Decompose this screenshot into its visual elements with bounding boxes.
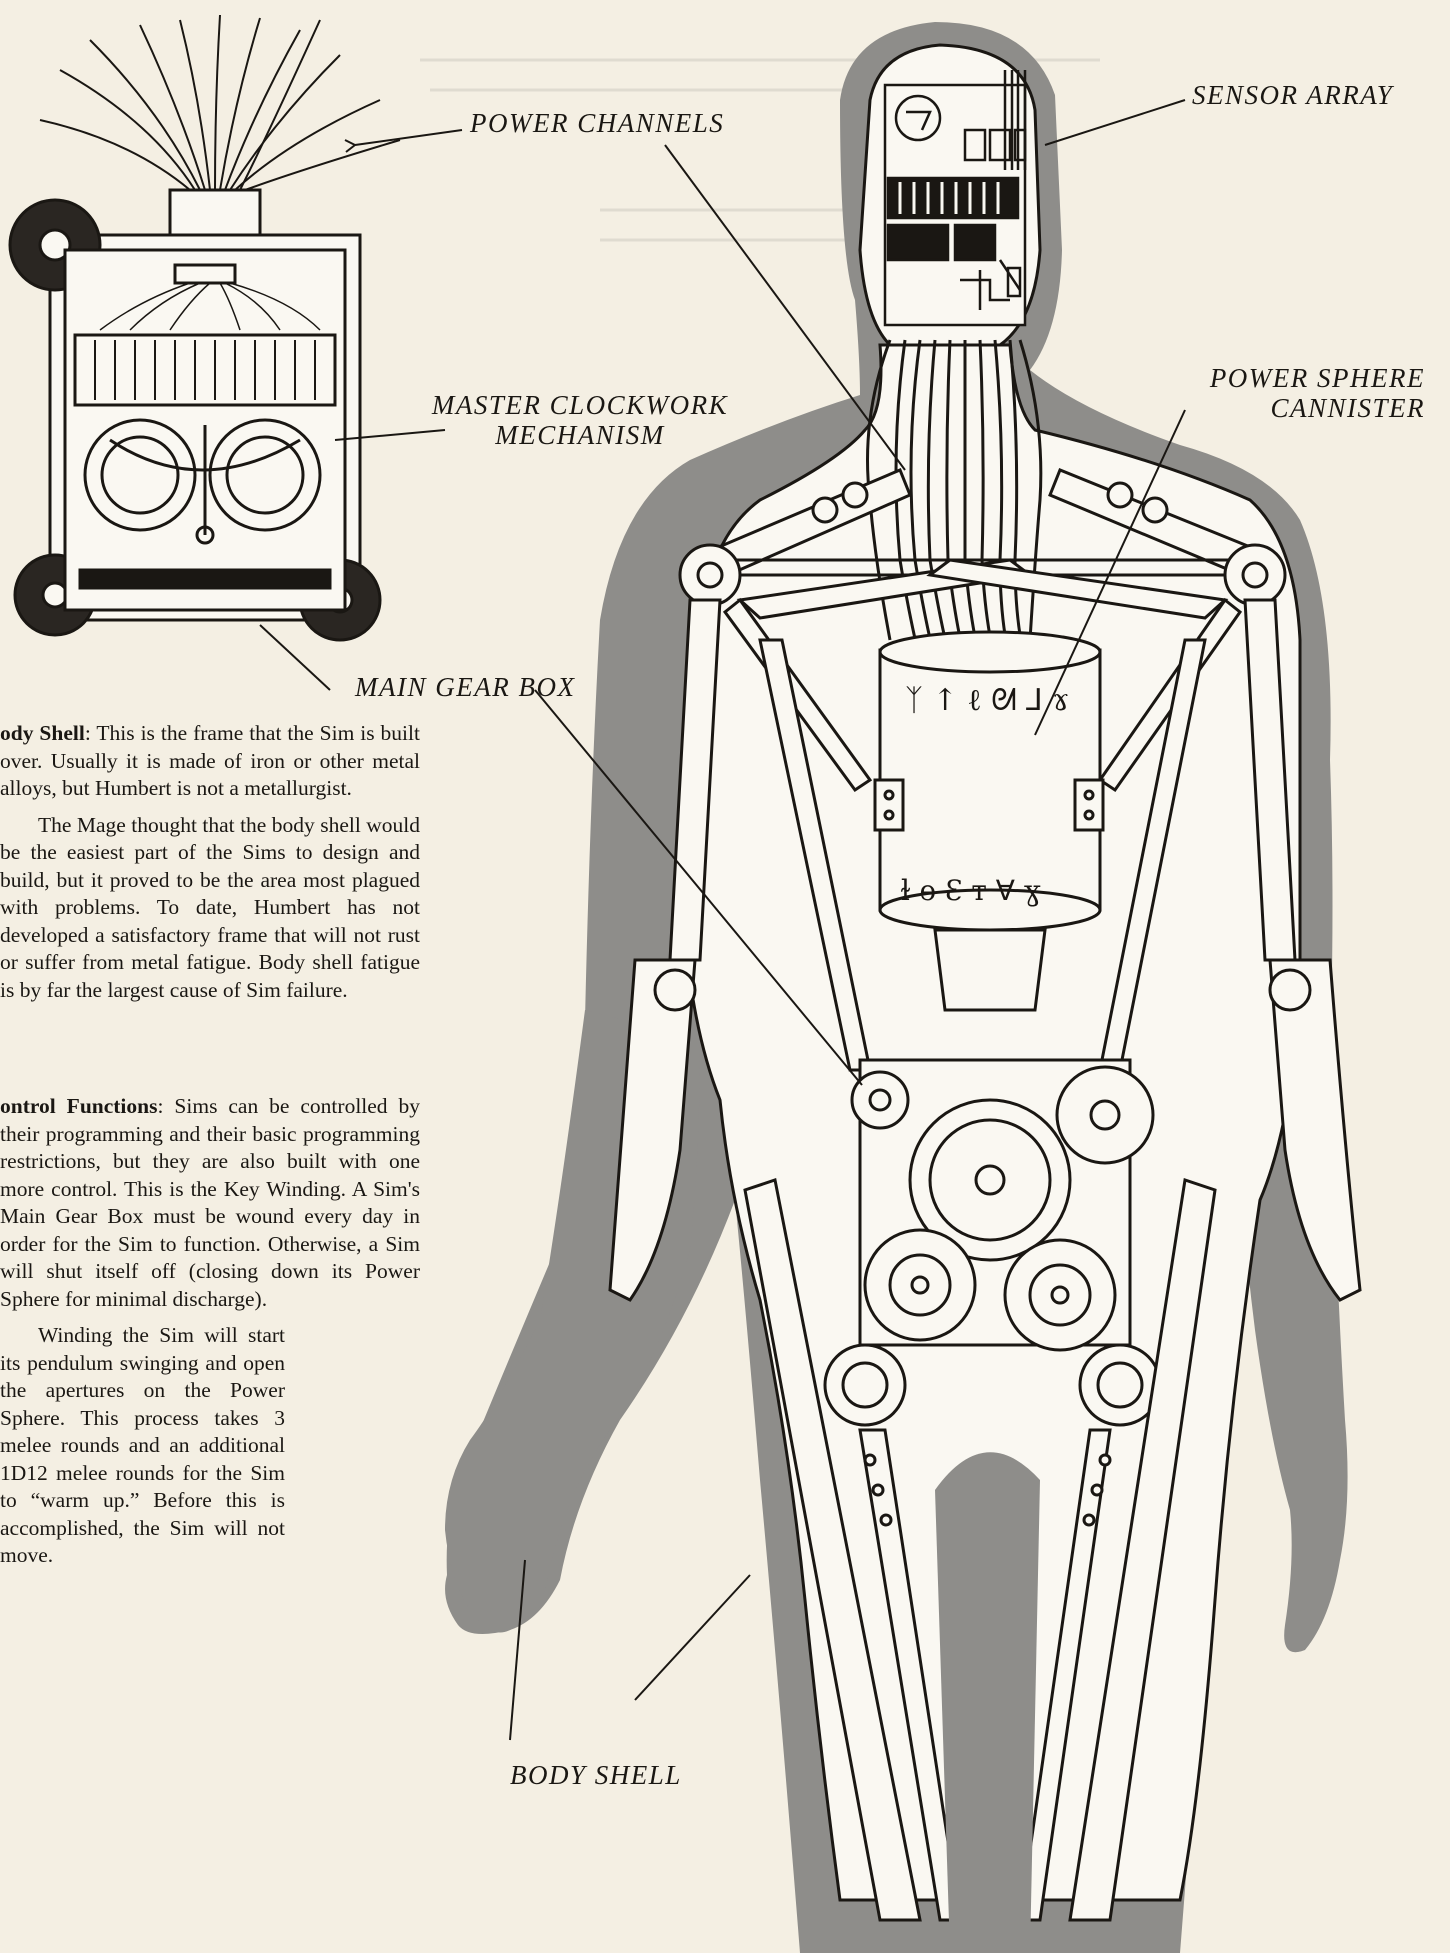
control-paragraph-2: Winding the Sim will start its pendulum … — [0, 1322, 285, 1570]
clockwork-inset — [10, 15, 400, 640]
control-functions-section: ontrol Functions: Sims can be controlled… — [0, 1093, 420, 1579]
label-master-clockwork-line2: MECHANISM — [420, 420, 740, 450]
label-sensor-array: SENSOR ARRAY — [1192, 80, 1393, 111]
label-power-sphere-line1: POWER SPHERE — [1185, 363, 1425, 393]
control-heading: ontrol Functions — [0, 1094, 158, 1118]
svg-text:ɫ ɘ Ɛ ᴛ ꓯ ɣ: ɫ ɘ Ɛ ᴛ ꓯ ɣ — [900, 874, 1041, 907]
body-shell-paragraph-2: The Mage thought that the body shell wou… — [0, 812, 420, 1005]
label-power-sphere: POWER SPHERE CANNISTER — [1185, 363, 1425, 423]
body-shell-section: ody Shell: This is the frame that the Si… — [0, 720, 420, 1013]
body-shell-paragraph-1: ody Shell: This is the frame that the Si… — [0, 720, 420, 803]
wire-bundle — [40, 15, 400, 190]
label-master-clockwork-line1: MASTER CLOCKWORK — [420, 390, 740, 420]
label-power-channels: POWER CHANNELS — [470, 108, 724, 139]
label-body-shell: BODY SHELL — [510, 1760, 682, 1791]
control-text-1: : Sims can be controlled by their progra… — [0, 1094, 420, 1311]
leg-gap — [935, 1452, 1040, 1953]
control-paragraph-1: ontrol Functions: Sims can be controlled… — [0, 1093, 420, 1313]
sensor-array-circuitry — [885, 70, 1025, 325]
body-shell-heading: ody Shell — [0, 721, 85, 745]
label-master-clockwork: MASTER CLOCKWORK MECHANISM — [420, 390, 740, 450]
label-main-gear-box: MAIN GEAR BOX — [355, 672, 575, 703]
label-power-sphere-line2: CANNISTER — [1185, 393, 1425, 423]
